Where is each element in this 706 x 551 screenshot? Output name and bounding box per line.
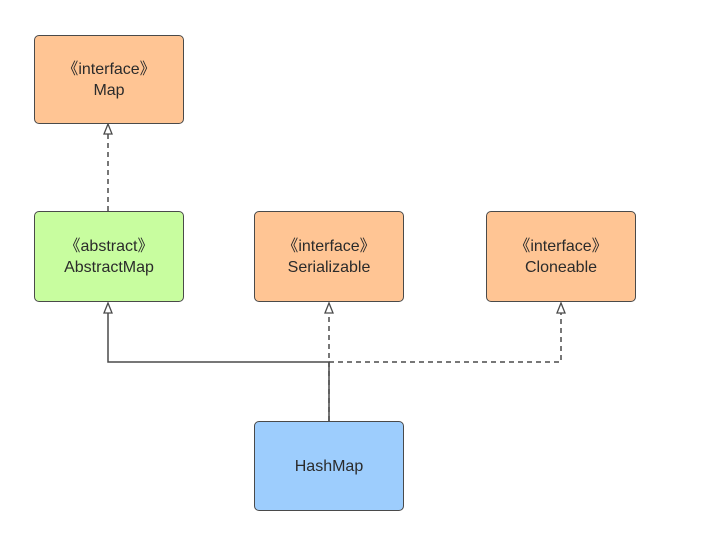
abstractmap-name: AbstractMap — [64, 258, 154, 276]
edge-hashmap-to-cloneable — [329, 313, 562, 363]
hashmap-class-node[interactable]: HashMap — [254, 421, 404, 511]
arrowhead-serializable — [324, 301, 334, 314]
arrowhead-map — [103, 122, 113, 135]
map-name: Map — [93, 81, 125, 99]
abstractmap-abstract-node[interactable]: 《abstract》 AbstractMap — [34, 211, 184, 302]
arrowhead-cloneable — [556, 301, 566, 314]
map-interface-node[interactable]: 《interface》 Map — [34, 35, 184, 124]
arrowhead-abstractmap — [103, 301, 113, 314]
cloneable-interface-node[interactable]: 《interface》 Cloneable — [486, 211, 636, 302]
edge-hashmap-to-abstractmap — [107, 313, 330, 421]
map-stereotype: 《interface》 — [62, 60, 156, 78]
serializable-name: Serializable — [287, 258, 371, 276]
cloneable-name: Cloneable — [524, 258, 598, 276]
hashmap-name: HashMap — [294, 457, 364, 475]
abstractmap-stereotype: 《abstract》 — [64, 237, 154, 255]
serializable-stereotype: 《interface》 — [282, 237, 376, 255]
cloneable-stereotype: 《interface》 — [514, 237, 608, 255]
serializable-interface-node[interactable]: 《interface》 Serializable — [254, 211, 404, 302]
